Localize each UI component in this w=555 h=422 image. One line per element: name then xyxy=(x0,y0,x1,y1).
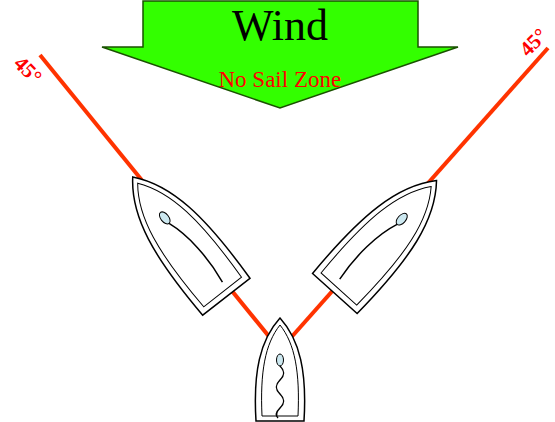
boat-hull xyxy=(109,158,251,316)
wind-arrow-outline xyxy=(102,1,458,108)
boat-sail xyxy=(338,219,397,283)
boat-deck-line xyxy=(262,325,299,416)
boat-in-irons xyxy=(255,318,304,421)
wind-text: Wind xyxy=(232,4,328,48)
boat-deck-line xyxy=(320,170,449,306)
boat-hull xyxy=(255,318,304,421)
boat-hull xyxy=(312,160,459,314)
wind-angle-line xyxy=(40,55,280,350)
boat-sail xyxy=(169,219,224,286)
boat-deck-line xyxy=(118,168,242,307)
zone-label: No Sail Zone xyxy=(219,68,342,91)
boat-mast xyxy=(277,354,284,366)
angle-label: 45° xyxy=(515,23,552,60)
boat-port-tack xyxy=(109,158,251,316)
boat-luffing-sail xyxy=(276,366,284,418)
wind-arrow: Wind xyxy=(100,0,460,110)
boat-starboard-tack xyxy=(312,160,459,314)
